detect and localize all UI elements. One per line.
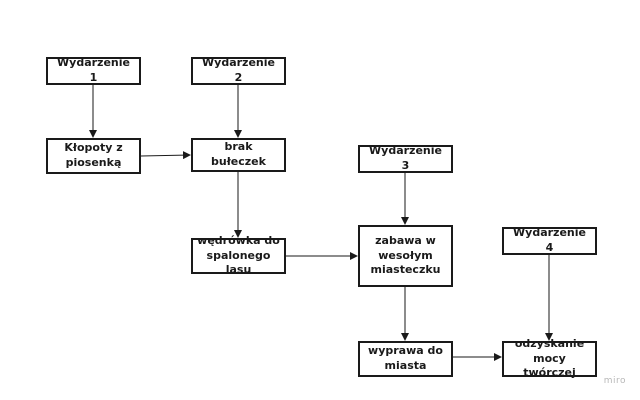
node-wyprawa-do-miasta[interactable]: wyprawa do miasta xyxy=(358,341,453,377)
node-label: Wydarzenie 4 xyxy=(513,226,586,254)
node-label-line: wędrówka do xyxy=(197,233,280,247)
node-label-line: Kłopoty z xyxy=(64,141,123,155)
node-wydarzenie-4[interactable]: Wydarzenie 4 xyxy=(502,226,597,255)
node-brak-buleczek[interactable]: brak bułeczek xyxy=(191,138,286,172)
node-label: brak bułeczek xyxy=(211,140,266,168)
node-label: Wydarzenie 2 xyxy=(202,56,275,84)
node-label: Wydarzenie 3 xyxy=(369,144,442,172)
arrow-klopoty-to-brak-buleczek xyxy=(140,151,191,160)
node-label-line: wyprawa do xyxy=(368,344,443,358)
node-wydarzenie-1[interactable]: Wydarzenie 1 xyxy=(46,56,141,85)
node-wydarzenie-3[interactable]: Wydarzenie 3 xyxy=(358,144,453,173)
node-label-line: twórczej xyxy=(523,366,576,380)
node-label: Wydarzenie 1 xyxy=(57,56,130,84)
node-label-line: miasteczku xyxy=(370,263,441,277)
node-label-line: miasta xyxy=(384,359,427,372)
node-zabawa-w-wesolym-miasteczku[interactable]: zabawa w wesołym miasteczku xyxy=(358,225,453,287)
node-label-line: odzyskanie mocy xyxy=(514,336,585,365)
node-wydarzenie-2[interactable]: Wydarzenie 2 xyxy=(191,56,286,85)
node-klopoty-z-piosenka[interactable]: Kłopoty z piosenką xyxy=(46,138,141,174)
miro-watermark: miro xyxy=(603,376,626,386)
node-odzyskanie-mocy-tworczej[interactable]: odzyskanie mocy twórczej xyxy=(502,337,597,379)
node-label-line: zabawa w xyxy=(375,233,436,247)
node-wedrowka-do-spalonego-lasu[interactable]: wędrówka do spalonego lasu xyxy=(191,234,286,276)
node-label-line: spalonego lasu xyxy=(206,248,271,277)
node-label-line: wesołym xyxy=(378,248,433,262)
node-label-line: piosenką xyxy=(65,156,122,169)
